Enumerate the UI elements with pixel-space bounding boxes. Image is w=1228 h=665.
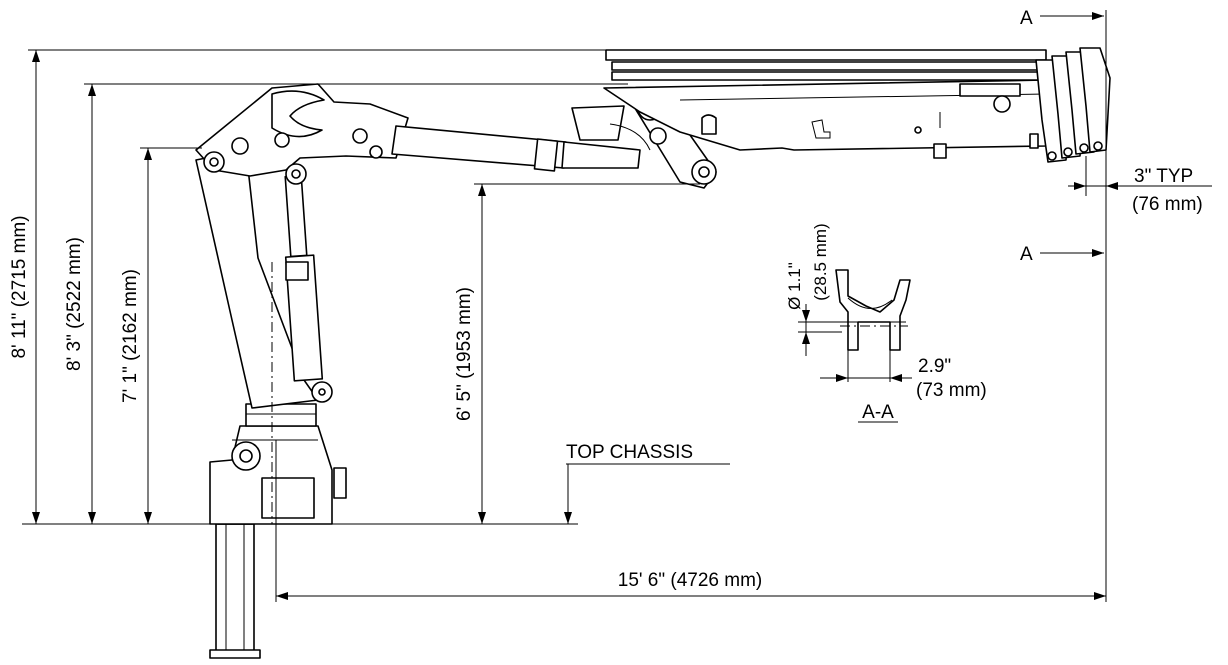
tip-height-label: 6' 5" (1953 mm) [454,287,475,421]
boom-height-label: 8' 3" (2522 mm) [64,237,85,371]
typ-spacing-metric: (76 mm) [1132,194,1203,215]
dimension-boom-height: 8' 3" (2522 mm) [64,83,628,524]
section-width-metric: (73 mm) [916,380,987,401]
horizontal-reach-label: 15' 6" (4726 mm) [618,570,763,591]
section-view-a-a: Ø 1.1" (28.5 mm) 2.9" (73 mm) A-A [785,223,987,423]
outer-boom [603,79,1047,159]
section-marker-bottom-letter: A [1020,244,1033,265]
slew-ring [245,403,317,427]
section-view-title: A-A [862,402,894,423]
boom-tip-plates [993,47,1111,163]
overall-height-label: 8' 11" (2715 mm) [9,215,30,358]
dimension-typ-spacing: 3" TYP (76 mm) [1068,156,1212,215]
dimension-overall-height: 8' 11" (2715 mm) [9,49,606,524]
inner-boom [195,83,409,185]
section-marker-top-letter: A [1020,8,1033,29]
boom-cylinder [391,125,641,172]
dimension-horizontal-reach: 15' 6" (4726 mm) [275,10,1107,602]
dimension-column-height: 7' 1" (2162 mm) [120,147,202,524]
top-chassis-label: TOP CHASSIS [566,442,693,463]
section-width-imperial: 2.9" [918,356,951,377]
lift-cylinder [284,174,333,403]
crane-illustration [195,47,1111,659]
dimension-tip-height: 6' 5" (1953 mm) [454,183,700,524]
section-marker-top: A [1020,8,1104,29]
top-chassis-callout: TOP CHASSIS [564,442,730,524]
typ-spacing-imperial: 3" TYP [1134,166,1193,187]
section-marker-bottom: A [1020,244,1104,265]
section-diameter-metric: (28.5 mm) [811,223,830,300]
section-diameter-imperial: Ø 1.1" [785,262,804,310]
column-height-label: 7' 1" (2162 mm) [120,269,141,403]
crane-base [209,425,347,525]
